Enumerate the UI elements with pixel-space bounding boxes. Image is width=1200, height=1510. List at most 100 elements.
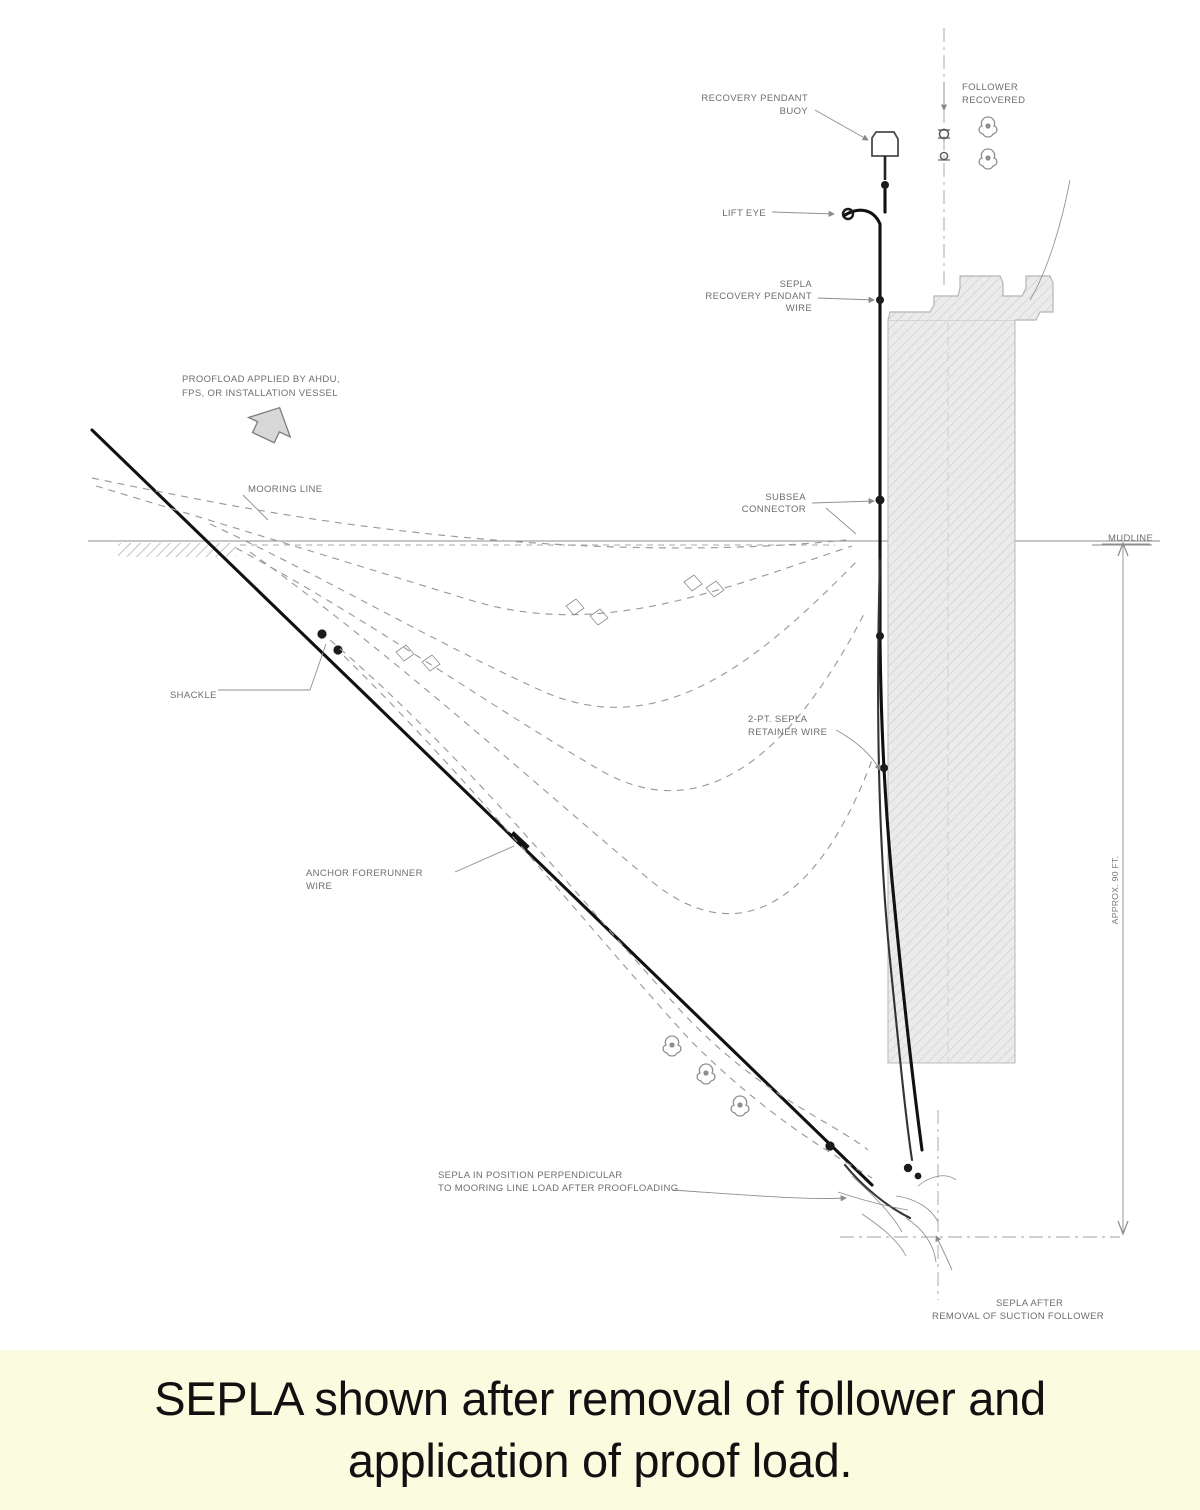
anchor-plate-edge-4 bbox=[861, 1213, 907, 1257]
leader-retainer-wire bbox=[835, 729, 881, 771]
chain-link-3 bbox=[565, 598, 585, 616]
chain-link-6 bbox=[705, 580, 725, 598]
soil-flower-1 bbox=[662, 1035, 682, 1057]
retainer-node-1 bbox=[876, 632, 884, 640]
label-recovery-pendant-buoy-line2: BUOY bbox=[780, 106, 809, 117]
leader-connector-b bbox=[825, 507, 857, 535]
mooring-line-heavy bbox=[90, 428, 874, 1187]
shackle-node-upper bbox=[317, 629, 327, 639]
soil-flower-3 bbox=[730, 1095, 750, 1117]
label-retainer-wire-line1: 2-PT. SEPLA bbox=[748, 714, 808, 725]
text-labels: RECOVERY PENDANT BUOY FOLLOWER RECOVERED… bbox=[170, 82, 1153, 1322]
lift-eye-loop bbox=[843, 208, 882, 302]
soil-flower-4 bbox=[978, 116, 998, 138]
leader-sepla-after-removal bbox=[935, 1235, 953, 1271]
caisson-body bbox=[887, 319, 1016, 1064]
forerunner-tick bbox=[510, 831, 530, 850]
leader-lift-eye bbox=[771, 210, 835, 217]
subsea-connector-node bbox=[875, 495, 885, 505]
leader-subsea-connector bbox=[811, 498, 875, 505]
catenary-curve-3 bbox=[209, 523, 859, 708]
chain-link-4 bbox=[589, 608, 609, 626]
recovery-pendant-buoy-group bbox=[871, 131, 899, 189]
anchor-plate-edge-3 bbox=[837, 1191, 909, 1211]
proofload-arrow-shape bbox=[246, 406, 292, 444]
leader-pendant-wire bbox=[817, 296, 875, 303]
lift-eye-group bbox=[841, 188, 887, 302]
proofload-arrow bbox=[246, 406, 292, 444]
label-recovery-pendant-buoy-line1: RECOVERY PENDANT bbox=[701, 93, 808, 104]
retainer-wire-strand bbox=[877, 558, 914, 1162]
soil-flower-5 bbox=[978, 148, 998, 170]
label-proofload-line2: FPS, OR INSTALLATION VESSEL bbox=[182, 388, 338, 399]
chain-link-glyphs bbox=[395, 574, 725, 672]
anchor-shackle-node bbox=[914, 1172, 922, 1180]
catenary-curve-7 bbox=[343, 655, 873, 1179]
caption-line-2: application of proof load. bbox=[347, 1434, 853, 1487]
label-mudline: MUDLINE bbox=[1108, 533, 1153, 544]
chain-link-5 bbox=[683, 574, 703, 592]
pendant-top-node bbox=[876, 296, 884, 304]
leader-mooring-line bbox=[242, 494, 269, 521]
suction-follower-caisson bbox=[887, 275, 1054, 1064]
label-subsea-connector-line1: SUBSEA bbox=[765, 492, 806, 503]
chain-link-1 bbox=[395, 644, 415, 662]
anchor-plate-fluke bbox=[917, 1175, 957, 1187]
technical-drawing-canvas: APPROX. 90 FT. RECOVERY PENDAN bbox=[88, 28, 1160, 1322]
sepla-anchor-plate-group bbox=[837, 1163, 957, 1263]
label-forerunner-line1: ANCHOR FORERUNNER bbox=[306, 868, 423, 879]
leader-lines bbox=[218, 82, 1150, 1271]
label-sepla-position-line2: TO MOORING LINE LOAD AFTER PROOFLOADING bbox=[438, 1183, 678, 1194]
anchor-padeye-node bbox=[903, 1163, 913, 1173]
follower-shackle-mid bbox=[939, 151, 949, 161]
recovery-pendant-buoy-shape bbox=[871, 131, 899, 157]
anchor-plate-edge-6 bbox=[905, 1217, 937, 1263]
soil-flower-symbols bbox=[662, 116, 998, 1117]
follower-recovery-curve bbox=[1029, 179, 1071, 301]
lift-eye-ring bbox=[841, 207, 855, 221]
depth-dimension-label: APPROX. 90 FT. bbox=[1110, 856, 1120, 925]
catenary-curve-6 bbox=[329, 639, 869, 1151]
label-follower-recovered-line1: FOLLOWER bbox=[962, 82, 1018, 93]
label-follower-recovered-line2: RECOVERED bbox=[962, 95, 1025, 106]
catenary-curve-5 bbox=[249, 551, 873, 915]
label-sepla-pendant-wire-line2: RECOVERY PENDANT bbox=[705, 291, 812, 302]
label-sepla-position-line1: SEPLA IN POSITION PERPENDICULAR bbox=[438, 1170, 623, 1181]
label-sepla-pendant-wire-line1: SEPLA bbox=[780, 279, 813, 290]
mooring-terminal-node bbox=[825, 1141, 835, 1151]
dimension-arrow-bottom bbox=[1117, 1220, 1129, 1236]
label-lift-eye: LIFT EYE bbox=[722, 208, 766, 219]
chain-link-2 bbox=[421, 654, 441, 672]
follower-centerline-group bbox=[938, 28, 950, 290]
retainer-node-2 bbox=[880, 764, 888, 772]
label-shackle: SHACKLE bbox=[170, 690, 217, 701]
soil-flower-2 bbox=[696, 1063, 716, 1085]
label-proofload-line1: PROOFLOAD APPLIED BY AHDU, bbox=[182, 374, 340, 385]
leader-buoy bbox=[814, 109, 869, 141]
caption-line-1: SEPLA shown after removal of follower an… bbox=[154, 1372, 1046, 1425]
catenary-curve-1 bbox=[91, 477, 847, 549]
leader-shackle bbox=[218, 643, 327, 691]
label-retainer-wire-line2: RETAINER WIRE bbox=[748, 727, 827, 738]
caisson-top-flange bbox=[887, 275, 1054, 321]
figure-caption: SEPLA shown after removal of follower an… bbox=[0, 1350, 1200, 1510]
catenary-curve-4 bbox=[235, 547, 867, 792]
sepla-diagram-svg: APPROX. 90 FT. RECOVERY PENDAN bbox=[88, 28, 1160, 1322]
anchor-plate-edge-1 bbox=[843, 1163, 912, 1220]
label-sepla-pendant-wire-line3: WIRE bbox=[786, 303, 812, 314]
label-sepla-after-removal-line1: SEPLA AFTER bbox=[996, 1298, 1063, 1309]
dimension-arrow-top bbox=[1117, 541, 1129, 557]
label-sepla-after-removal-line2: REMOVAL OF SUCTION FOLLOWER bbox=[932, 1311, 1104, 1322]
label-forerunner-line2: WIRE bbox=[306, 881, 332, 892]
shackle-node-lower bbox=[333, 645, 343, 655]
anchor-plate-edge-5 bbox=[895, 1195, 939, 1223]
label-subsea-connector-line2: CONNECTOR bbox=[742, 504, 806, 515]
label-mooring-line: MOORING LINE bbox=[248, 484, 322, 495]
catenary-curve-2 bbox=[95, 485, 853, 616]
depth-dimension-group: APPROX. 90 FT. bbox=[1092, 541, 1152, 1236]
follower-shackle-top bbox=[938, 128, 950, 140]
buoy-tether-shackle bbox=[881, 181, 889, 189]
catenary-curve-family bbox=[91, 477, 873, 1179]
mudline-hatch bbox=[118, 543, 236, 557]
